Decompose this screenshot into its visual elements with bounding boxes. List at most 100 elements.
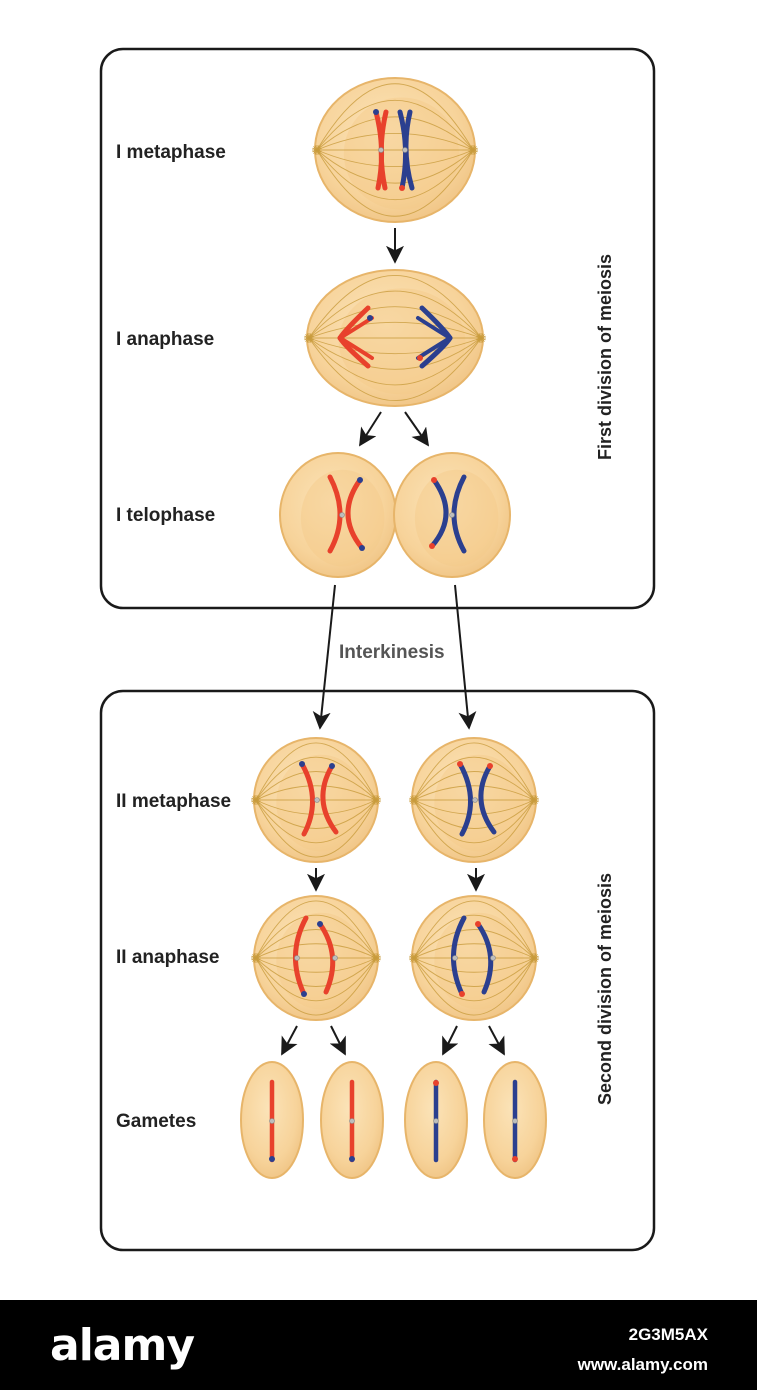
i-telophase-right-centromere [449,512,455,518]
i-metaphase-spindle-fiber [316,100,474,151]
i-telophase-left-centromere [339,512,345,518]
cell-ii-anaphase-right-spindle-fiber [413,957,535,1016]
i-metaphase-spindle-pole-ray [312,147,322,153]
cell-ii-anaphase-left-spindle-pole-ray [371,955,381,961]
i-metaphase-spindle-fiber [316,133,474,151]
cell-i-anaphase-body-nucleus-area [338,288,466,395]
i-anaphase-spindle-fiber [308,321,482,339]
arrows-layer [281,228,505,1056]
cell-ii-metaphase-right-spindle-fiber [413,771,535,801]
i-anaphase-spindle-pole-ray [304,335,314,341]
i-metaphase-spindle-pole-ray [468,147,478,153]
cell-ii-metaphase-right-tip-1 [487,763,493,769]
cell-ii-anaphase-left-spindle-fiber [255,929,377,959]
cell-ii-metaphase-left-chromatid-b [320,763,339,835]
arrow-gamete-3 [442,1025,459,1056]
watermark-image-id: 2G3M5AX [629,1325,709,1344]
i-metaphase-spindle-fiber [316,149,474,167]
i-anaphase-spindle-fiber [308,275,482,339]
arrow-gamete-1 [281,1025,298,1056]
gamete-3 [404,1061,468,1179]
cell-ii-metaphase-left-chromatid-a [299,761,315,837]
cell-ii-anaphase-right-tip-1 [459,991,465,997]
gamete-4-centromere [512,1118,518,1124]
i-telophase-right-tip-2 [429,543,435,549]
cells-layer [240,77,547,1179]
gamete-1-tip [269,1156,275,1162]
cell-ii-anaphase-left-spindle-fiber [255,957,377,1002]
cell-ii-metaphase-right-tip-2 [457,761,463,767]
label-i-anaphase: I anaphase [116,329,214,350]
i-anaphase-red-arm-4 [338,336,374,360]
cell-ii-anaphase-right-spindle-pole-ray [409,955,419,961]
cell-ii-anaphase-right-spindle-fiber [413,900,535,959]
cell-ii-anaphase-left-spindle-fiber [255,957,377,1016]
i-anaphase-spindle-fiber [308,337,482,370]
label-first-division: First division of meiosis [595,254,615,460]
cell-ii-anaphase-left-centromere-2 [332,955,338,961]
arrow-i-anaphase-to-telophase-left [359,411,382,447]
cell-ii-metaphase-left-spindle-fiber [255,799,377,858]
i-anaphase-blue-tip [417,355,423,361]
i-anaphase-red-tip [367,315,373,321]
cell-ii-metaphase-left-spindle-pole-ray [251,797,261,803]
i-telophase-left-tip-2 [357,477,363,483]
cell-ii-anaphase-right-spindle-fiber [413,929,535,959]
cell-ii-metaphase-left-spindle-fiber [255,799,377,815]
cell-ii-anaphase-right-spindle-pole-ray [529,955,539,961]
cell-ii-metaphase-right-chromatid-b [478,763,497,835]
gamete-3-centromere [433,1118,439,1124]
label-gametes: Gametes [116,1111,196,1132]
cell-ii-anaphase-left-tip-1 [301,991,307,997]
cell-ii-anaphase-left [251,895,381,1021]
i-anaphase-spindle-fiber [308,337,482,401]
cell-ii-anaphase-right-spindle-fiber [413,957,535,987]
i-metaphase-blue-centromere [402,147,408,153]
cell-ii-anaphase-left-spindle-fiber [255,957,377,987]
cell-ii-metaphase-right-chromatid-a [457,761,473,837]
arrow-interkinesis-right [454,584,477,730]
cell-ii-anaphase-left-spindle-fiber [255,957,377,973]
cell-ii-metaphase-right-spindle-pole-ray [529,797,539,803]
cell-i-telophase [279,452,511,578]
cell-ii-anaphase-left-spindle-pole-ray [251,955,261,961]
cell-ii-metaphase-left-spindle-fiber [255,771,377,801]
label-ii-metaphase: II metaphase [116,791,231,812]
i-anaphase-spindle-fiber [308,337,482,386]
label-interkinesis: Interkinesis [339,642,445,663]
cell-ii-metaphase-left-spindle-fiber [255,785,377,801]
i-telophase-left-chromatid-b [345,477,365,551]
cell-ii-anaphase-right-spindle-fiber [413,914,535,959]
cell-ii-metaphase-left-spindle-pole-ray [371,797,381,803]
gamete-2-centromere [349,1118,355,1124]
cell-ii-metaphase-right-spindle-fiber [413,742,535,801]
gamete-2 [320,1061,384,1179]
cell-ii-metaphase-left-spindle-fiber [255,799,377,844]
i-anaphase-spindle-fiber [308,290,482,339]
cell-ii-anaphase-left-spindle-fiber [255,943,377,959]
cell-ii-metaphase-right-centromere [472,797,478,803]
watermark-site: www.alamy.com [577,1355,708,1374]
arrow-gamete-2 [329,1025,346,1056]
cell-ii-anaphase-left-centromere-1 [294,955,300,961]
cell-ii-metaphase-left [251,737,381,863]
label-second-division: Second division of meiosis [595,873,615,1105]
cell-ii-anaphase-right-spindle-fiber [413,957,535,973]
arrow-gamete-4 [488,1025,505,1056]
cell-i-anaphase [304,269,486,407]
cell-ii-anaphase-right [409,895,539,1021]
gamete-4 [483,1061,547,1179]
cell-ii-metaphase-left-spindle-fiber [255,799,377,829]
i-metaphase-spindle-fiber [316,149,474,200]
label-ii-anaphase: II anaphase [116,947,220,968]
cell-ii-metaphase-right-spindle-pole-ray [409,797,419,803]
cell-ii-anaphase-left-tip-2 [317,921,323,927]
arrow-interkinesis-left [312,584,336,730]
i-anaphase-spindle-fiber [308,337,482,355]
cell-ii-anaphase-left-spindle-fiber [255,914,377,959]
i-metaphase-spindle-fiber [316,83,474,151]
cell-ii-metaphase-left-spindle-fiber [255,742,377,801]
cell-ii-metaphase-left-centromere [314,797,320,803]
watermark-logo: alamy [50,1320,194,1371]
